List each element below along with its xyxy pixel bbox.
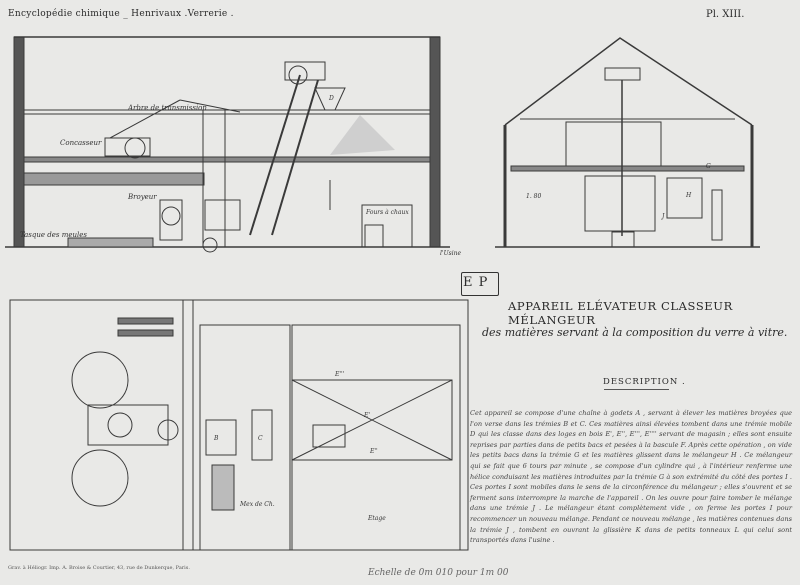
label-fours: Fours à chaux [365, 209, 409, 216]
label-c: C [258, 435, 263, 442]
plate-subtitle: des matières servant à la composition du… [482, 326, 788, 339]
printer-credit: Grav. à Héliogr. Imp. A. Broise & Courti… [8, 565, 190, 571]
description-text: Cet appareil se compose d'une chaîne à g… [470, 409, 792, 545]
label-broyeur: Broyeur [127, 193, 157, 201]
scale-caption: Echelle de 0m 010 pour 1m 00 [368, 568, 509, 578]
label-usine: l'Usine [440, 250, 461, 257]
label-dim: 1. 80 [526, 193, 541, 200]
description-heading: DESCRIPTION . [603, 377, 686, 387]
plan-view [9, 299, 469, 551]
label-etage: Etage [367, 515, 386, 522]
label-d: D [328, 95, 334, 102]
library-stamp [461, 272, 499, 296]
elevation-section-view [5, 36, 450, 253]
label-e1: E' [363, 412, 370, 419]
header-left-text: Encyclopédie chimique _ Henrivaux .Verre… [8, 9, 234, 19]
label-j: J [660, 213, 665, 220]
cross-section-view [495, 37, 760, 248]
label-tasque: Tasque des meules [20, 231, 87, 239]
label-g: G [706, 163, 711, 170]
stamp-text: E P [463, 275, 489, 290]
label-b: B [213, 435, 219, 442]
plate-title: APPAREIL ELÉVATEUR CLASSEUR MÉLANGEUR [508, 299, 733, 327]
plate-number: Pl. XIII. [706, 9, 745, 20]
label-h: H [685, 192, 692, 199]
label-concasseur: Concasseur [60, 139, 102, 147]
label-e3: E''' [334, 371, 345, 378]
label-mex: Mex de Ch. [239, 501, 275, 508]
label-e2: E'' [369, 448, 378, 455]
heading-rule [604, 389, 669, 390]
label-arbre: Arbre de transmission [127, 104, 207, 112]
